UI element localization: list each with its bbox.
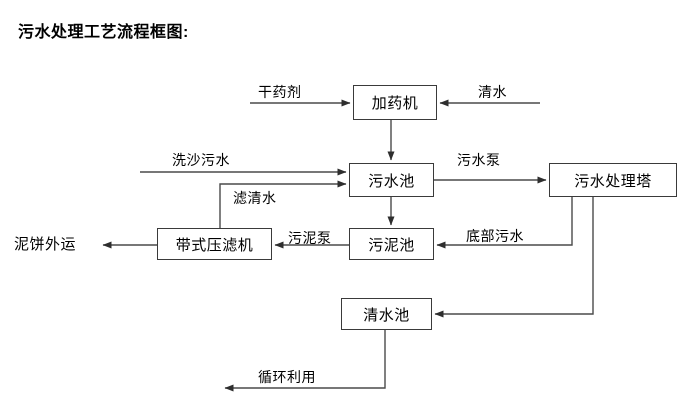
edge-label-recycle-use: 循环利用 bbox=[258, 369, 316, 385]
edge-tower-to-clean-water-pool bbox=[434, 197, 594, 318]
edge-bottom-sewage bbox=[436, 197, 573, 249]
node-sludge-pool[interactable]: 污泥池 bbox=[349, 228, 434, 260]
node-treatment-tower[interactable]: 污水处理塔 bbox=[549, 163, 677, 197]
node-belt-filter-press[interactable]: 带式压滤机 bbox=[157, 228, 272, 260]
edge-label-clean-water-in: 清水 bbox=[478, 84, 507, 100]
node-label-treatment-tower: 污水处理塔 bbox=[574, 172, 652, 190]
node-label-dosing-machine: 加药机 bbox=[371, 95, 419, 112]
node-label-belt-filter-press: 带式压滤机 bbox=[175, 236, 254, 254]
edge-label-bottom-sewage: 底部污水 bbox=[466, 228, 524, 244]
node-dosing-machine[interactable]: 加药机 bbox=[353, 85, 437, 120]
edge-recycle-use bbox=[224, 330, 386, 392]
node-label-sewage-pool: 污水池 bbox=[368, 172, 415, 190]
edge-label-filtered-water: 滤清水 bbox=[233, 190, 277, 206]
edge-filtered-water bbox=[219, 180, 347, 228]
node-label-sludge-pool: 污泥池 bbox=[368, 236, 415, 254]
edge-label-sludge-pump: 污泥泵 bbox=[288, 230, 332, 246]
node-label-clean-water-pool: 清水池 bbox=[363, 306, 410, 324]
node-sewage-pool[interactable]: 污水池 bbox=[349, 163, 434, 197]
edge-label-sewage-pump: 污水泵 bbox=[457, 152, 501, 168]
terminal-label-mud-cake-out: 泥饼外运 bbox=[14, 236, 77, 253]
page-title: 污水处理工艺流程框图: bbox=[18, 24, 189, 41]
node-clean-water-pool[interactable]: 清水池 bbox=[341, 298, 432, 330]
edge-label-sand-wash-sewage: 洗沙污水 bbox=[172, 152, 230, 168]
edge-label-dry-agent: 干药剂 bbox=[258, 84, 302, 100]
